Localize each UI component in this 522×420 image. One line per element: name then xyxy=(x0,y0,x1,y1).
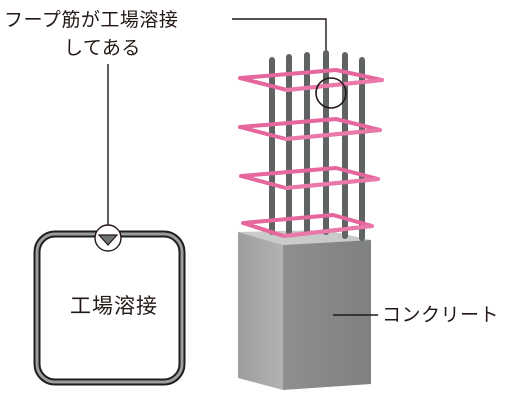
callout-text-line2: してある xyxy=(64,37,141,59)
concrete-block xyxy=(238,230,371,390)
concrete-label: コンクリート xyxy=(382,304,500,326)
weld-highlight-circle xyxy=(315,77,347,109)
hoop-cross-section xyxy=(33,224,186,386)
section-label: 工場溶接 xyxy=(70,294,158,318)
hoop-front-segments xyxy=(282,78,384,238)
rebar-cage xyxy=(238,50,384,266)
weld-bead-icon xyxy=(97,234,119,246)
callout-text-line1: フープ筋が工場溶接 xyxy=(4,9,179,31)
